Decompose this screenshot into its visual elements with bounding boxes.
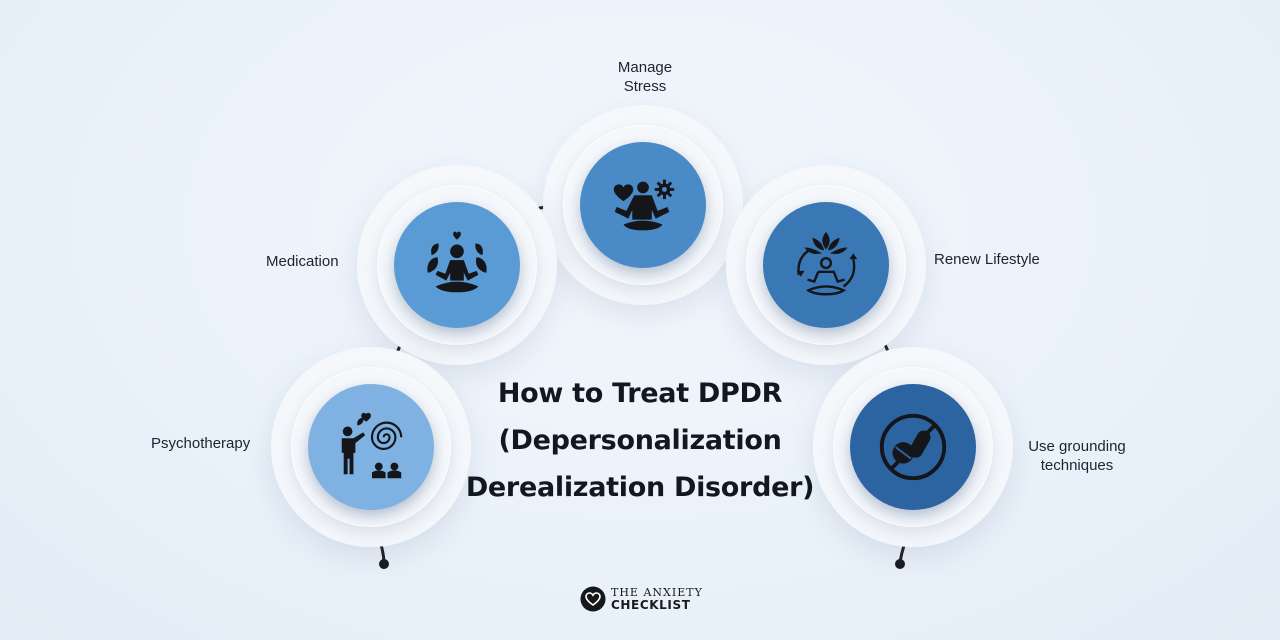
node-core-medication <box>394 202 520 328</box>
title-line-3: Derealization Disorder) <box>465 472 815 503</box>
meditation-heart-gear-icon <box>613 179 675 231</box>
label-medication: Medication <box>266 253 339 270</box>
node-core-renew-lifestyle <box>763 202 889 328</box>
heart-badge-icon <box>580 586 606 612</box>
connector-end-dot-left <box>379 559 389 569</box>
lotus-person-cycle-icon <box>796 231 858 296</box>
node-core-grounding <box>850 384 976 510</box>
logo-line-1: THE ANXIETY <box>611 586 703 599</box>
node-grounding <box>813 347 1013 547</box>
meditating-woman-leaves-icon <box>427 231 487 293</box>
title-line-1: How to Treat DPDR <box>497 378 783 409</box>
node-medication <box>357 165 557 365</box>
node-renew-lifestyle <box>726 165 926 365</box>
connector-end-dot-right <box>895 559 905 569</box>
diagram-title: How to Treat DPDR (Depersonalization Der… <box>430 370 850 511</box>
node-psychotherapy <box>271 347 471 547</box>
label-psychotherapy: Psychotherapy <box>151 435 251 452</box>
label-manage-stress: Manage Stress <box>617 59 673 95</box>
node-core-manage-stress <box>580 142 706 268</box>
label-grounding: Use grounding techniques <box>1028 438 1126 474</box>
label-renew-lifestyle: Renew Lifestyle <box>934 251 1040 268</box>
logo-line-2: CHECKLIST <box>611 598 691 612</box>
node-manage-stress <box>543 105 743 305</box>
brand-logo: THE ANXIETY CHECKLIST <box>580 586 703 612</box>
no-pills-icon <box>879 413 947 481</box>
node-core-psychotherapy <box>308 384 434 510</box>
therapist-session-icon <box>341 412 403 479</box>
title-line-2: (Depersonalization <box>498 425 782 456</box>
